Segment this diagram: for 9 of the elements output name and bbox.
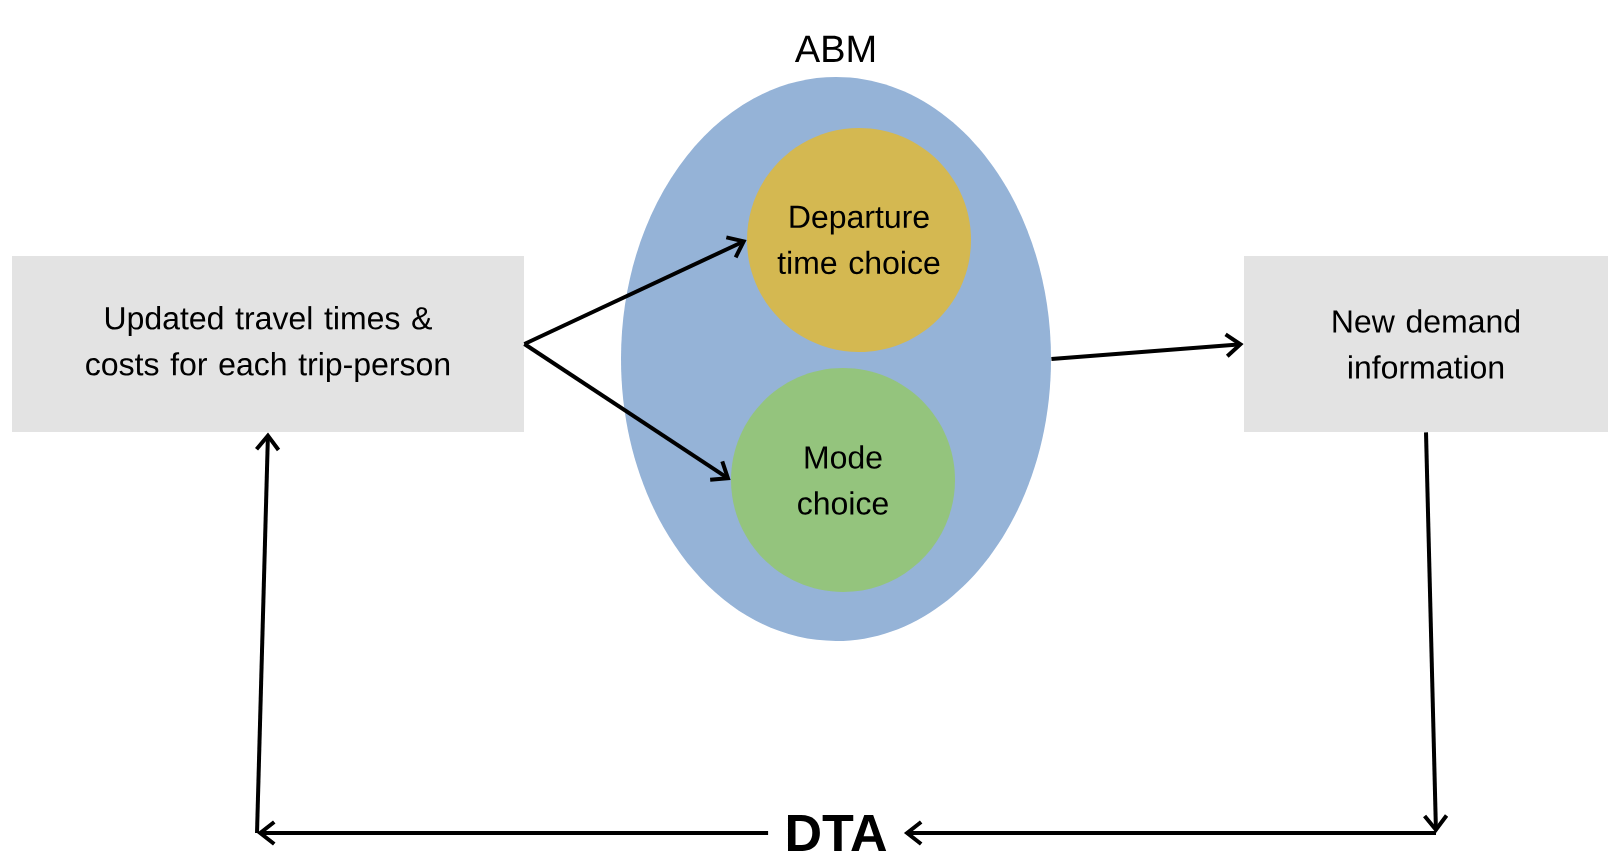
process-box: New demand information (1244, 256, 1608, 432)
bold-label: DTA (788, 815, 887, 851)
arrow (255, 432, 769, 846)
arrow (523, 235, 747, 346)
arrow (523, 342, 731, 482)
heading: ABM (794, 35, 875, 62)
arrow (903, 432, 1449, 846)
arrow (1051, 332, 1244, 361)
process-box: Updated travel times & costs for each trip-person (12, 256, 524, 432)
